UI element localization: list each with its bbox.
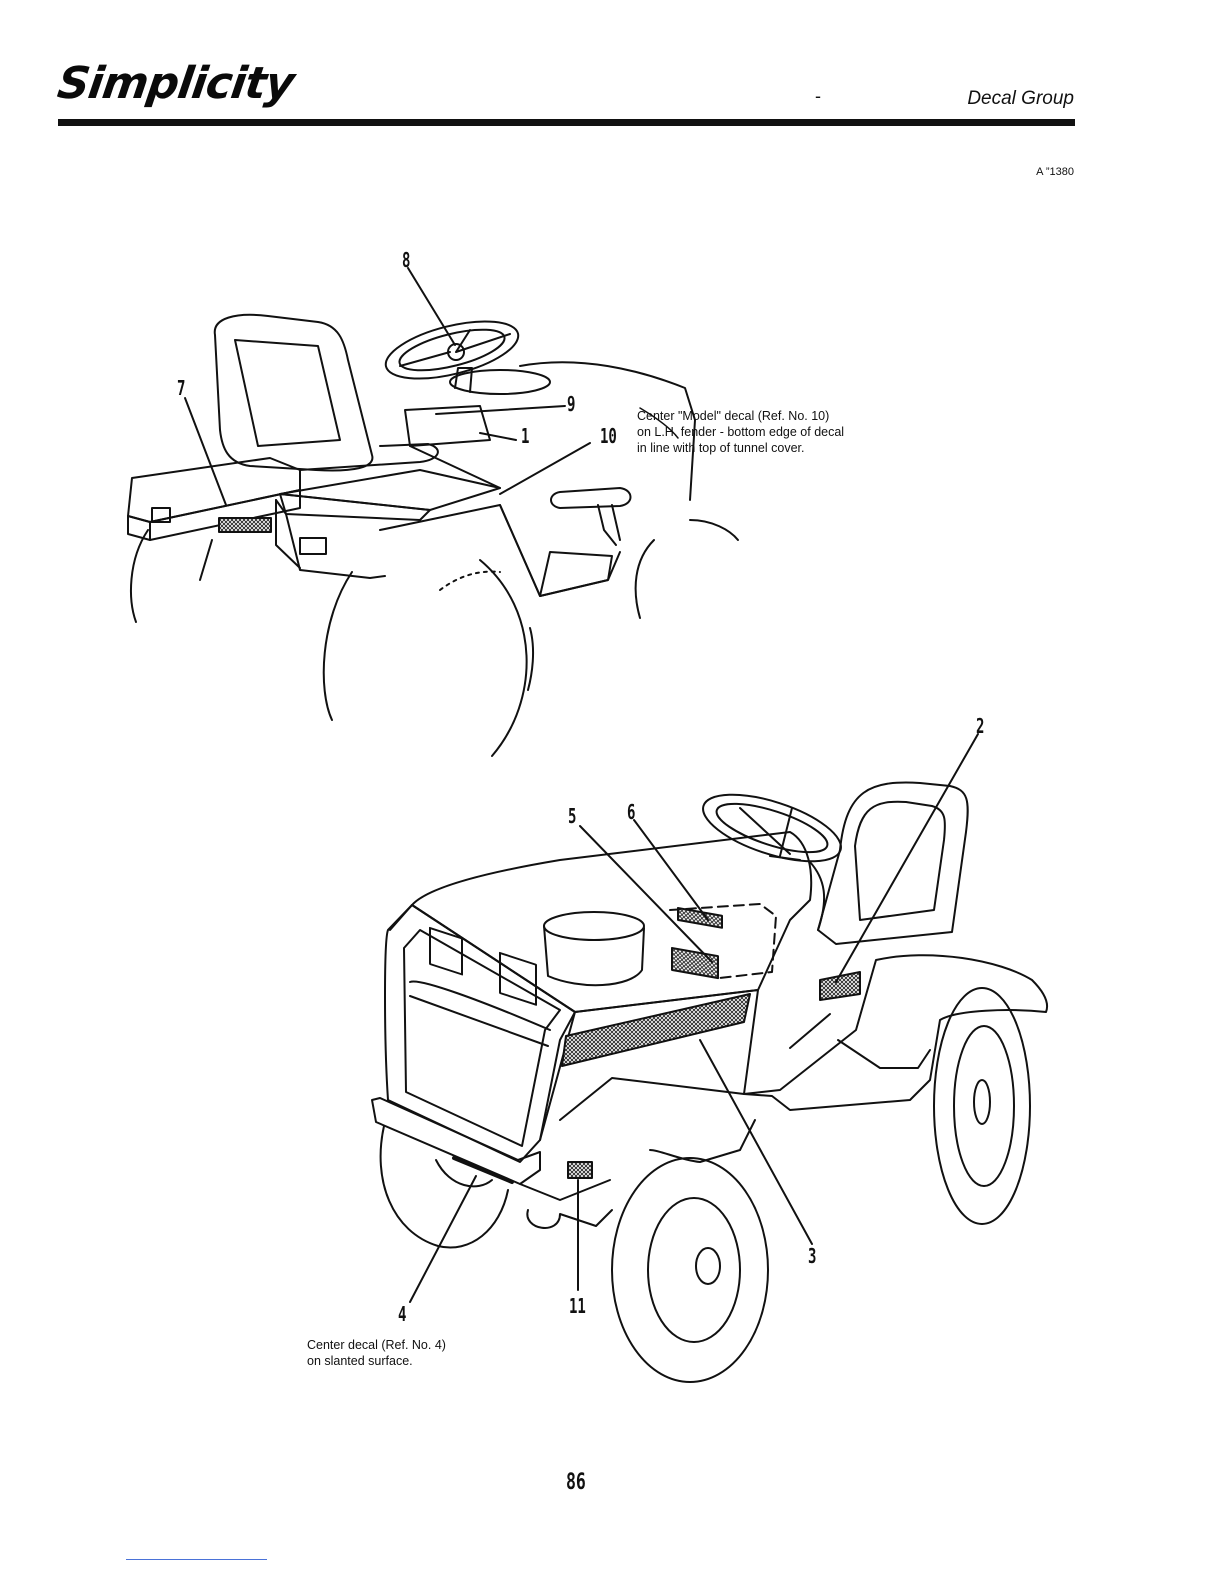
note-line: on L.H. fender - bottom edge of decal — [637, 424, 844, 440]
callout-8: 8 — [402, 248, 410, 272]
note-line: Center decal (Ref. No. 4) — [307, 1337, 446, 1353]
callout-10: 10 — [600, 424, 617, 448]
page-number: 86 — [566, 1470, 586, 1495]
note-line: Center "Model" decal (Ref. No. 10) — [637, 408, 844, 424]
model-decal-note: Center "Model" decal (Ref. No. 10) on L.… — [637, 408, 844, 456]
callout-2: 2 — [976, 714, 984, 738]
tractor-front-view — [372, 734, 1047, 1382]
callout-11: 11 — [569, 1294, 586, 1318]
callout-6: 6 — [627, 800, 635, 824]
center-decal-note: Center decal (Ref. No. 4) on slanted sur… — [307, 1337, 446, 1369]
tractor-rear-view — [128, 268, 738, 756]
callout-1: 1 — [521, 424, 529, 448]
callout-4: 4 — [398, 1302, 406, 1326]
callout-5: 5 — [568, 804, 576, 828]
footer-blue-line — [126, 1559, 267, 1560]
callout-3: 3 — [808, 1244, 816, 1268]
callout-9: 9 — [567, 392, 575, 416]
note-line: in line with top of tunnel cover. — [637, 440, 844, 456]
callout-7: 7 — [177, 376, 185, 400]
note-line: on slanted surface. — [307, 1353, 446, 1369]
